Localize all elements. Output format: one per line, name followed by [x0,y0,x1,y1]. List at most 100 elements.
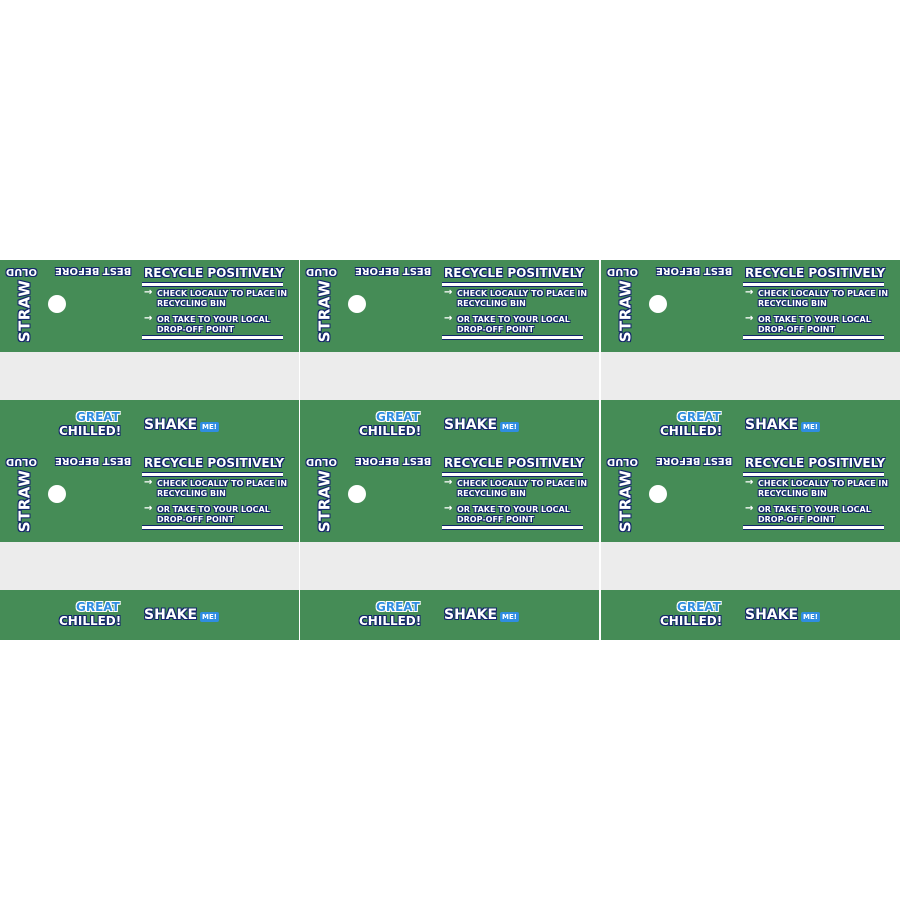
arrow-icon: → [444,287,453,298]
arrow-icon: → [745,313,754,324]
label-panel: OLUD BEST BEFORE STRAW RECYCLE POSITIVEL… [601,450,900,640]
straw-text: STRAW [315,279,334,343]
divider-rule [142,472,283,477]
straw-hole [649,485,667,503]
arrow-icon: → [444,503,453,514]
chilled-text: CHILLED! [59,614,122,628]
shake-text: SHAKE [745,607,799,623]
blank-strip [601,352,900,400]
bottom-band [601,590,900,640]
step1-line2: RECYCLING BIN [157,299,226,308]
divider-rule [743,525,884,530]
arrow-icon: → [745,503,754,514]
chilled-text: CHILLED! [359,614,422,628]
divider-rule [142,525,283,530]
label-panel: OLUD BEST BEFORE STRAW RECYCLE POSITIVEL… [0,450,299,640]
chilled-text: CHILLED! [359,424,422,438]
great-text: GREAT [76,600,120,614]
chilled-text: CHILLED! [660,424,723,438]
best-before-text: BEST BEFORE [55,265,132,276]
arrow-icon: → [144,477,153,488]
arrow-icon: → [745,287,754,298]
bottom-band [0,590,299,640]
recycle-title: RECYCLE POSITIVELY [444,456,585,470]
straw-text: STRAW [616,279,635,343]
chilled-text: CHILLED! [660,614,723,628]
arrow-icon: → [144,503,153,514]
straw-text: STRAW [15,469,34,533]
divider-rule [743,335,884,340]
me-badge: ME! [801,612,820,622]
step2-line2: DROP-OFF POINT [758,515,835,524]
code-text: OLUD [306,456,337,467]
step1-line1: CHECK LOCALLY TO PLACE IN [457,479,588,488]
code-text: OLUD [607,266,638,277]
best-before-text: BEST BEFORE [656,455,733,466]
recycle-title: RECYCLE POSITIVELY [144,456,285,470]
code-text: OLUD [306,266,337,277]
divider-rule [442,282,583,287]
great-text: GREAT [76,410,120,424]
label-panel: OLUD BEST BEFORE STRAW RECYCLE POSITIVEL… [300,260,599,450]
step2-line1: OR TAKE TO YOUR LOCAL [457,315,570,324]
step1-line1: CHECK LOCALLY TO PLACE IN [157,289,288,298]
best-before-text: BEST BEFORE [55,455,132,466]
step2-line2: DROP-OFF POINT [157,515,234,524]
step2-line1: OR TAKE TO YOUR LOCAL [758,505,871,514]
best-before-text: BEST BEFORE [656,265,733,276]
label-sheet: OLUD BEST BEFORE STRAW RECYCLE POSITIVEL… [0,260,900,640]
divider-rule [743,472,884,477]
straw-text: STRAW [15,279,34,343]
code-text: OLUD [6,266,37,277]
blank-strip [300,352,599,400]
step2-line2: DROP-OFF POINT [157,325,234,334]
arrow-icon: → [444,313,453,324]
shake-text: SHAKE [144,607,198,623]
best-before-text: BEST BEFORE [355,455,432,466]
step1-line1: CHECK LOCALLY TO PLACE IN [457,289,588,298]
arrow-icon: → [144,313,153,324]
divider-rule [442,525,583,530]
great-text: GREAT [376,600,420,614]
step2-line2: DROP-OFF POINT [457,325,534,334]
divider-rule [442,472,583,477]
recycle-title: RECYCLE POSITIVELY [745,266,886,280]
recycle-title: RECYCLE POSITIVELY [144,266,285,280]
blank-strip [601,542,900,590]
straw-text: STRAW [616,469,635,533]
shake-text: SHAKE [745,417,799,433]
step2-line1: OR TAKE TO YOUR LOCAL [457,505,570,514]
shake-text: SHAKE [144,417,198,433]
bottom-band [300,400,599,450]
label-panel: OLUD BEST BEFORE STRAW RECYCLE POSITIVEL… [0,260,299,450]
bottom-band [0,400,299,450]
shake-text: SHAKE [444,417,498,433]
label-panel: OLUD BEST BEFORE STRAW RECYCLE POSITIVEL… [601,260,900,450]
blank-strip [0,542,299,590]
step1-line2: RECYCLING BIN [457,489,526,498]
arrow-icon: → [745,477,754,488]
straw-hole [48,295,66,313]
step2-line1: OR TAKE TO YOUR LOCAL [157,315,270,324]
arrow-icon: → [444,477,453,488]
step2-line1: OR TAKE TO YOUR LOCAL [157,505,270,514]
best-before-text: BEST BEFORE [355,265,432,276]
straw-hole [48,485,66,503]
bottom-band [601,400,900,450]
recycle-title: RECYCLE POSITIVELY [444,266,585,280]
step2-line2: DROP-OFF POINT [457,515,534,524]
step1-line1: CHECK LOCALLY TO PLACE IN [758,479,889,488]
recycle-title: RECYCLE POSITIVELY [745,456,886,470]
straw-hole [348,485,366,503]
step1-line1: CHECK LOCALLY TO PLACE IN [157,479,288,488]
step2-line1: OR TAKE TO YOUR LOCAL [758,315,871,324]
me-badge: ME! [200,422,219,432]
step1-line2: RECYCLING BIN [758,299,827,308]
me-badge: ME! [500,612,519,622]
step2-line2: DROP-OFF POINT [758,325,835,334]
label-panel: OLUD BEST BEFORE STRAW RECYCLE POSITIVEL… [300,450,599,640]
divider-rule [743,282,884,287]
divider-rule [442,335,583,340]
great-text: GREAT [677,600,721,614]
code-text: OLUD [607,456,638,467]
